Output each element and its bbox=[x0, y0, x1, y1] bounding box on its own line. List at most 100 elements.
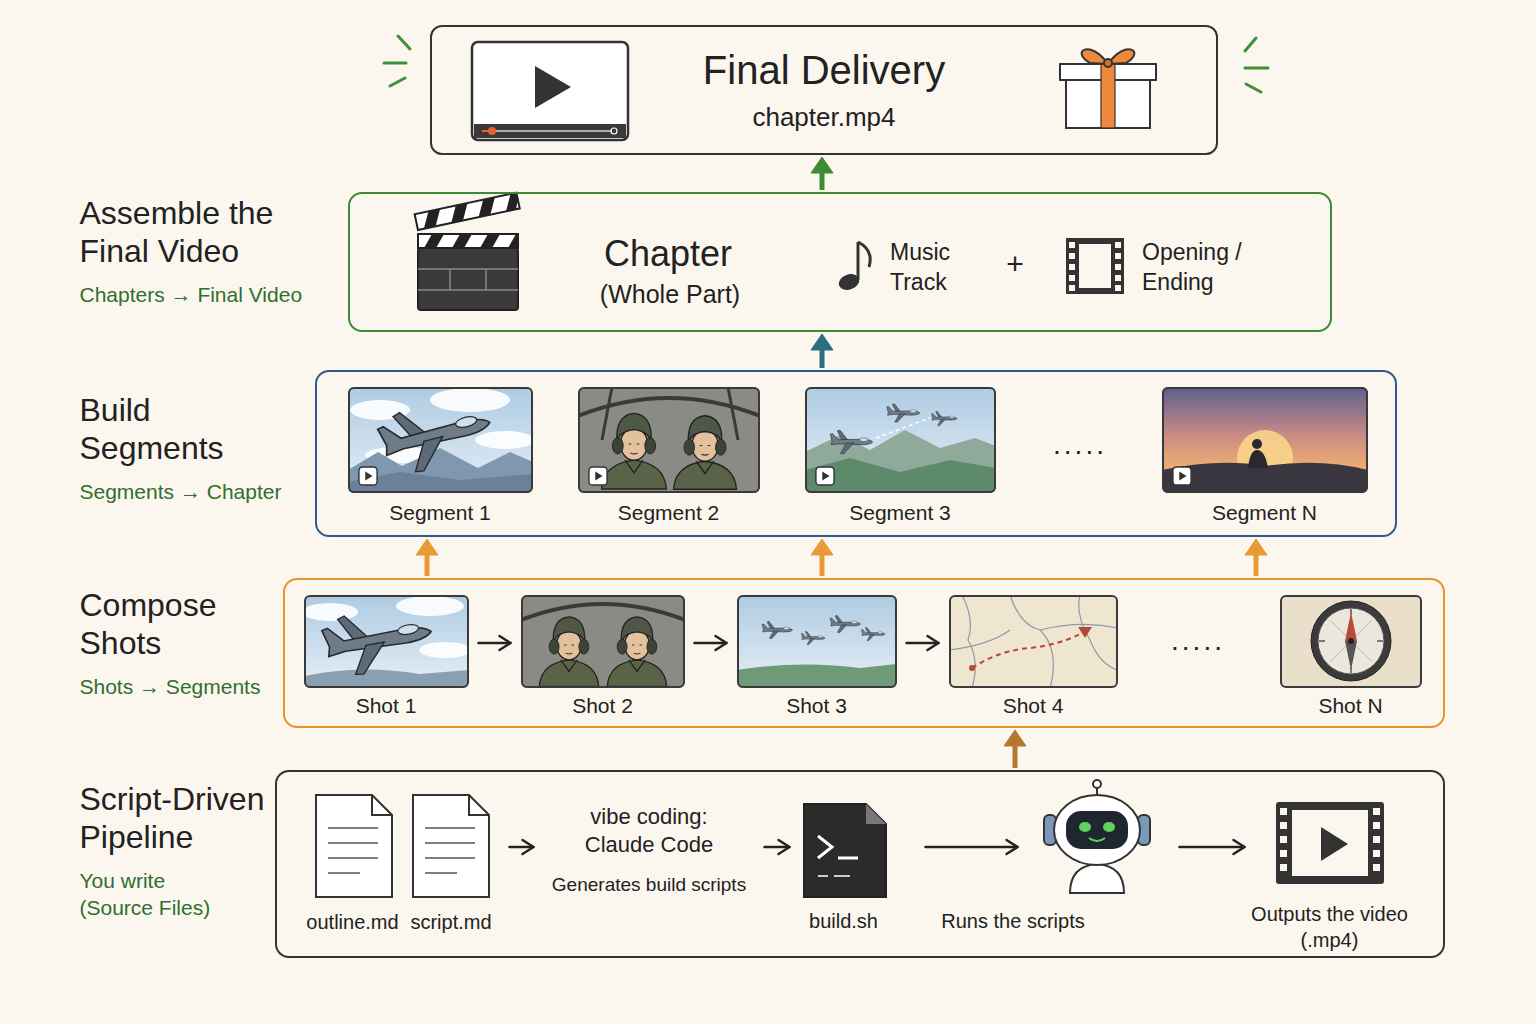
film-strip-icon bbox=[1069, 264, 1075, 270]
thumbnail-art bbox=[887, 404, 920, 423]
caption-holder: Outputs the video (.mp4) bbox=[1240, 901, 1420, 953]
arrow-head bbox=[500, 636, 511, 650]
clapperboard-icon bbox=[485, 269, 487, 290]
film-strip-icon bbox=[1069, 253, 1075, 259]
thumbnail-art bbox=[521, 604, 685, 620]
document-icon bbox=[328, 828, 378, 873]
film-strip-icon bbox=[1069, 275, 1075, 281]
robot-icon bbox=[1066, 811, 1128, 849]
shot-thumbnail: Shot 3 bbox=[737, 595, 897, 688]
output-video-icon bbox=[1276, 802, 1384, 884]
connector-line bbox=[479, 642, 511, 645]
film-strip-icon bbox=[1066, 238, 1124, 294]
thumbnail-art bbox=[972, 632, 1084, 668]
output-video-icon bbox=[1280, 822, 1287, 829]
terminal-script-icon bbox=[804, 804, 886, 897]
thumbnail-art bbox=[1311, 601, 1391, 681]
document-icon bbox=[425, 872, 457, 874]
sparkle-marks bbox=[398, 36, 410, 49]
thumbnail-art bbox=[962, 595, 975, 688]
output-video-icon bbox=[1373, 822, 1380, 829]
thumbnail-art bbox=[1377, 640, 1383, 642]
document-icon bbox=[372, 795, 392, 815]
connector-line bbox=[1180, 846, 1245, 849]
document-icon bbox=[316, 795, 392, 897]
caption-holder: Shot 1 bbox=[266, 693, 507, 718]
caption-holder: Segment 3 bbox=[767, 500, 1034, 525]
terminal-script-icon bbox=[818, 836, 832, 858]
film-strip-icon bbox=[1115, 242, 1121, 248]
thumbnail-art bbox=[737, 595, 897, 688]
band-heading-group: Build SegmentsSegments → Chapter bbox=[80, 391, 295, 505]
stage-band: Script-Driven PipelineYou write (Source … bbox=[275, 770, 1445, 958]
thumbnail-art bbox=[830, 615, 861, 632]
video-player-icon bbox=[474, 124, 626, 138]
caption-holder: Segment 2 bbox=[540, 500, 798, 525]
step-title: vibe coding: Claude Code bbox=[574, 803, 724, 860]
thumbnail-art bbox=[1079, 595, 1118, 670]
connector-line bbox=[425, 552, 430, 576]
connector-arrow bbox=[1004, 730, 1026, 768]
thumbnail-art bbox=[762, 621, 793, 638]
clapperboard-icon bbox=[415, 193, 520, 230]
music-track-label: Music Track bbox=[890, 238, 972, 298]
thumbnail-art bbox=[1162, 387, 1368, 493]
thumbnail-art bbox=[1345, 612, 1357, 641]
connector-arrow bbox=[416, 539, 438, 576]
thumbnail-art bbox=[1319, 640, 1325, 642]
sparkle-marks bbox=[384, 62, 406, 65]
thumbnail-art bbox=[805, 458, 996, 493]
arrow-head bbox=[716, 636, 727, 650]
connector-arrow bbox=[811, 157, 833, 190]
terminal-script-icon bbox=[818, 875, 828, 877]
thumbnail-art bbox=[348, 387, 533, 493]
film-strip-icon bbox=[1115, 253, 1121, 259]
chapter-label: Chapter bbox=[538, 232, 798, 275]
connector-line bbox=[907, 642, 939, 645]
thumbnail-art bbox=[816, 467, 834, 485]
output-video-icon bbox=[1292, 810, 1368, 876]
icon-caption: Runs the scripts bbox=[913, 908, 1113, 934]
output-video-icon bbox=[1373, 808, 1380, 815]
thumbnail-caption: Shot 4 bbox=[911, 693, 1156, 718]
connector-arrow bbox=[510, 840, 534, 854]
delivery-box: Final Deliverychapter.mp4 bbox=[430, 25, 1218, 155]
connector-arrow bbox=[695, 636, 727, 650]
document-icon bbox=[425, 857, 475, 859]
clapperboard-icon bbox=[418, 289, 518, 291]
thumbnail-art bbox=[589, 467, 607, 485]
band-heading: Build Segments bbox=[80, 391, 295, 468]
box-title: Final Delivery bbox=[703, 46, 945, 94]
sparkle-marks bbox=[1245, 67, 1268, 70]
thumbnail-art bbox=[805, 387, 996, 493]
robot-icon bbox=[1070, 864, 1124, 893]
connector-arrow bbox=[811, 334, 833, 368]
plus-sign: + bbox=[995, 246, 1035, 282]
document-icon bbox=[328, 842, 378, 844]
thumbnail-art bbox=[419, 642, 469, 658]
thumbnail-art bbox=[1345, 641, 1357, 670]
thumbnail-art bbox=[375, 392, 497, 479]
thumbnail-art bbox=[1280, 595, 1422, 688]
thumbnail-art bbox=[1280, 595, 1422, 688]
terminal-script-icon bbox=[866, 804, 886, 824]
arrow-head bbox=[1234, 840, 1245, 854]
connector-line bbox=[695, 642, 727, 645]
band-subtitle: Shots → Segments bbox=[80, 673, 272, 700]
thumbnail-art bbox=[1318, 608, 1384, 674]
sparkle-marks bbox=[1246, 84, 1261, 92]
connector-arrow bbox=[907, 636, 939, 650]
connector-arrow bbox=[926, 840, 1018, 854]
robot-icon bbox=[1054, 795, 1140, 865]
thumbnail-art bbox=[578, 387, 760, 493]
band-subtitle: You write (Source Files) bbox=[80, 867, 230, 922]
icon-caption: outline.md bbox=[283, 909, 423, 935]
thumbnail-art bbox=[602, 413, 667, 489]
gift-icon bbox=[1104, 59, 1112, 67]
document-icon bbox=[328, 857, 378, 859]
segment-thumbnail: Segment 1 bbox=[348, 387, 533, 493]
robot-icon bbox=[1079, 822, 1091, 832]
gift-icon bbox=[1060, 49, 1156, 128]
caption-holder: Shot 3 bbox=[699, 693, 935, 718]
